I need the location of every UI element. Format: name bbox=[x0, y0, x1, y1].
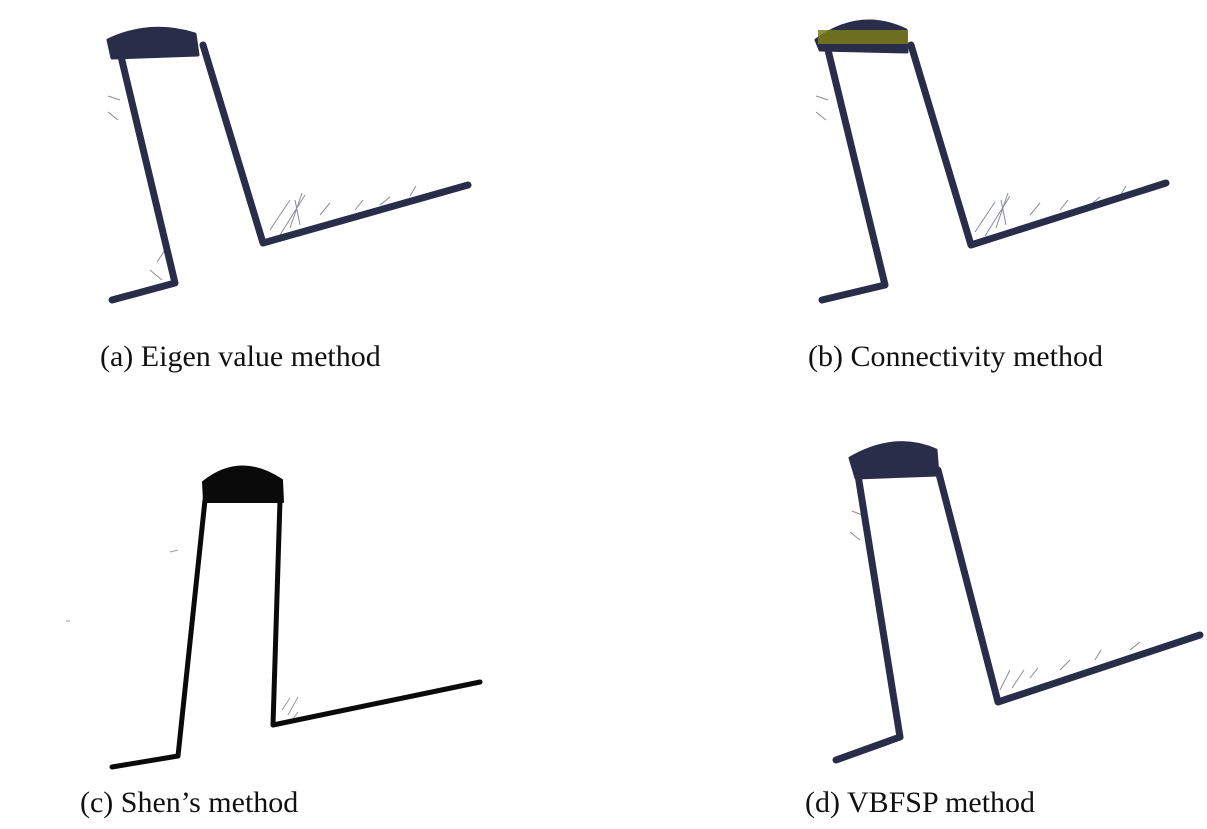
noise-scatter bbox=[815, 95, 1127, 237]
caption-d: (d) VBFSP method bbox=[805, 786, 1036, 819]
panel-a: (a) Eigen value method bbox=[0, 0, 600, 400]
tower-shape bbox=[106, 26, 472, 304]
tower-shape bbox=[814, 19, 1170, 304]
caption-c: (c) Shen’s method bbox=[80, 786, 299, 819]
point-cloud-a bbox=[106, 26, 472, 304]
caption-a: (a) Eigen value method bbox=[100, 340, 381, 373]
tower-shape bbox=[109, 465, 483, 770]
point-cloud-c bbox=[66, 465, 483, 770]
panel-b: (b) Connectivity method bbox=[700, 0, 1200, 400]
highlight-band bbox=[818, 30, 908, 44]
tower-shape bbox=[832, 441, 1204, 764]
point-cloud-b bbox=[814, 19, 1170, 304]
caption-b: (b) Connectivity method bbox=[808, 340, 1103, 373]
noise-scatter bbox=[66, 549, 299, 721]
panel-c: (c) Shen’s method bbox=[0, 420, 600, 829]
panel-d: (d) VBFSP method bbox=[700, 420, 1207, 829]
noise-scatter bbox=[849, 510, 1141, 691]
noise-scatter bbox=[107, 95, 417, 281]
point-cloud-d bbox=[832, 441, 1204, 764]
